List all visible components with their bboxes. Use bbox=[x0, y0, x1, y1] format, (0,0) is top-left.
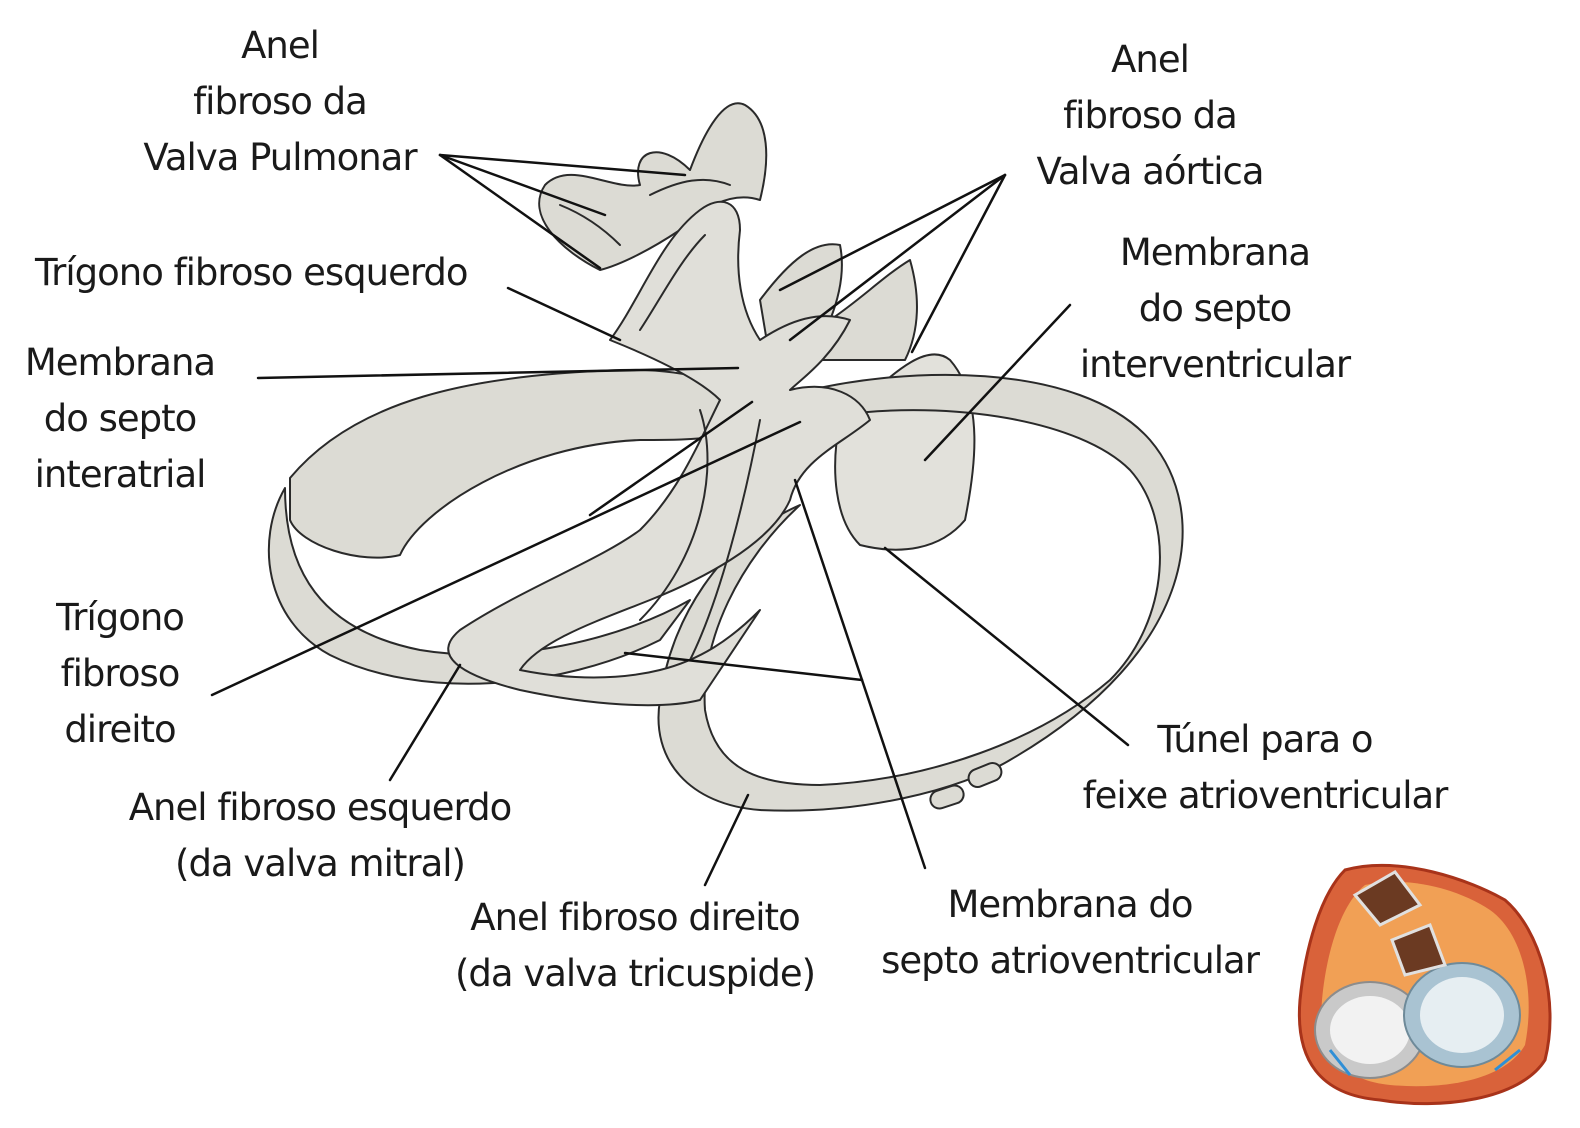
label-interventricular-membrane: Membrana do septo interventricular bbox=[1079, 231, 1351, 386]
leader-pulmonary-1 bbox=[438, 153, 687, 177]
label-right-trigone: Trígono fibroso direito bbox=[56, 596, 185, 751]
leader-left-trigone bbox=[506, 286, 622, 342]
tunnel-segment bbox=[929, 784, 965, 810]
leader-aortic-1 bbox=[778, 173, 1007, 292]
label-left-trigone: Trígono fibroso esquerdo bbox=[35, 251, 469, 294]
label-av-bundle-tunnel: Túnel para o feixe atrioventricular bbox=[1082, 718, 1449, 817]
leader-aortic-3 bbox=[910, 173, 1007, 354]
leader-right-trigone-2 bbox=[588, 400, 754, 517]
label-interatrial-membrane: Membrana do septo interatrial bbox=[24, 341, 216, 496]
tunnel-segment bbox=[967, 762, 1003, 788]
label-aortic-ring: Anel fibroso da Valva aórtica bbox=[1036, 38, 1264, 193]
leader-right-trigone-1 bbox=[210, 420, 802, 697]
leader-aortic-2 bbox=[788, 173, 1007, 342]
label-tricuspid-ring: Anel fibroso direito (da valva tricuspid… bbox=[454, 896, 816, 995]
leader-pulmonary-3 bbox=[438, 153, 602, 270]
label-av-membrane: Membrana do septo atrioventricular bbox=[881, 883, 1260, 982]
leader-av-membrane-1 bbox=[793, 478, 927, 870]
leader-av-membrane-2 bbox=[623, 651, 864, 682]
label-mitral-ring: Anel fibroso esquerdo (da valva mitral) bbox=[128, 786, 513, 885]
leader-pulmonary-2 bbox=[438, 153, 607, 217]
leader-tricuspid bbox=[703, 793, 750, 887]
leader-mitral bbox=[388, 663, 462, 782]
leader-interatrial bbox=[256, 366, 740, 380]
central-fibrous-body-shape bbox=[447, 200, 871, 707]
leader-interventricular bbox=[923, 303, 1072, 462]
inset-heart-thumbnail bbox=[1297, 863, 1552, 1106]
leader-av-tunnel bbox=[883, 546, 1130, 747]
label-pulmonary-ring: Anel fibroso da Valva Pulmonar bbox=[143, 24, 417, 179]
